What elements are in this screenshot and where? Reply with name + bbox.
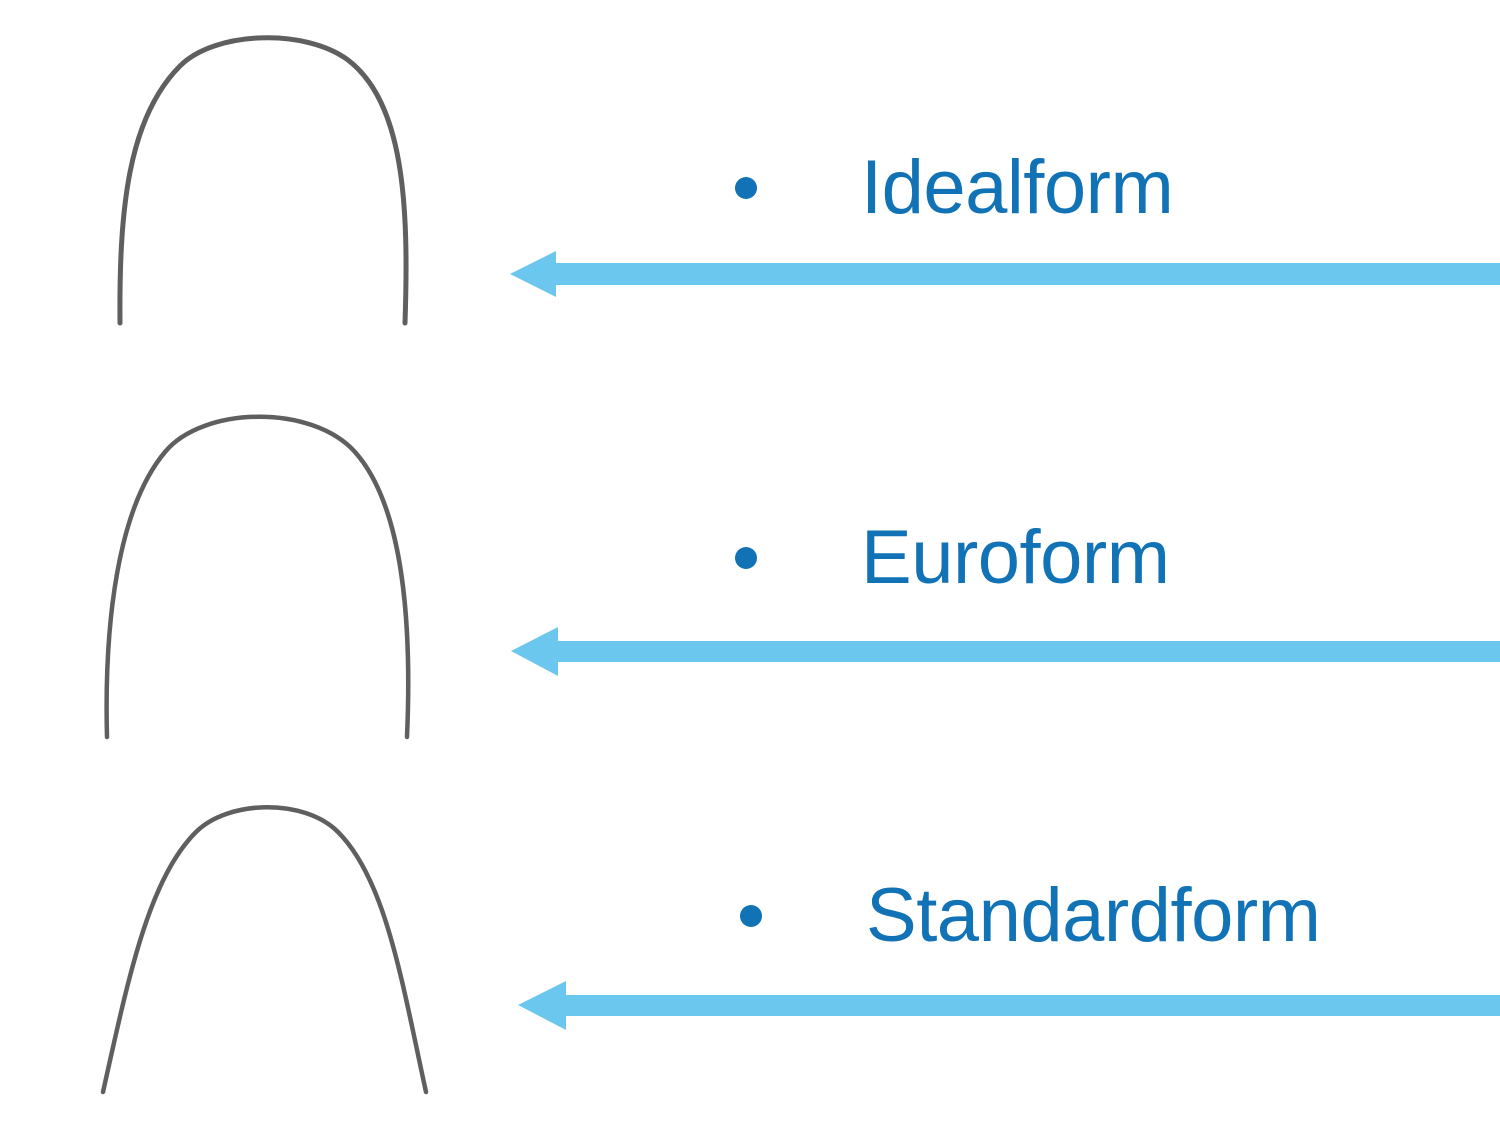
list-item-label: Euroform (861, 515, 1170, 600)
bullet-dot-icon (735, 177, 757, 199)
list-item-euroform[interactable]: Euroform (735, 520, 1170, 596)
bullet-dot-icon (740, 905, 762, 927)
list-item-standardform[interactable]: Standardform (740, 873, 1321, 958)
list-item-idealform[interactable]: Idealform (735, 145, 1174, 230)
list-item-label: Standardform (866, 873, 1321, 958)
list-item-label: Idealform (861, 145, 1174, 230)
bullet-dot-icon (735, 547, 757, 569)
